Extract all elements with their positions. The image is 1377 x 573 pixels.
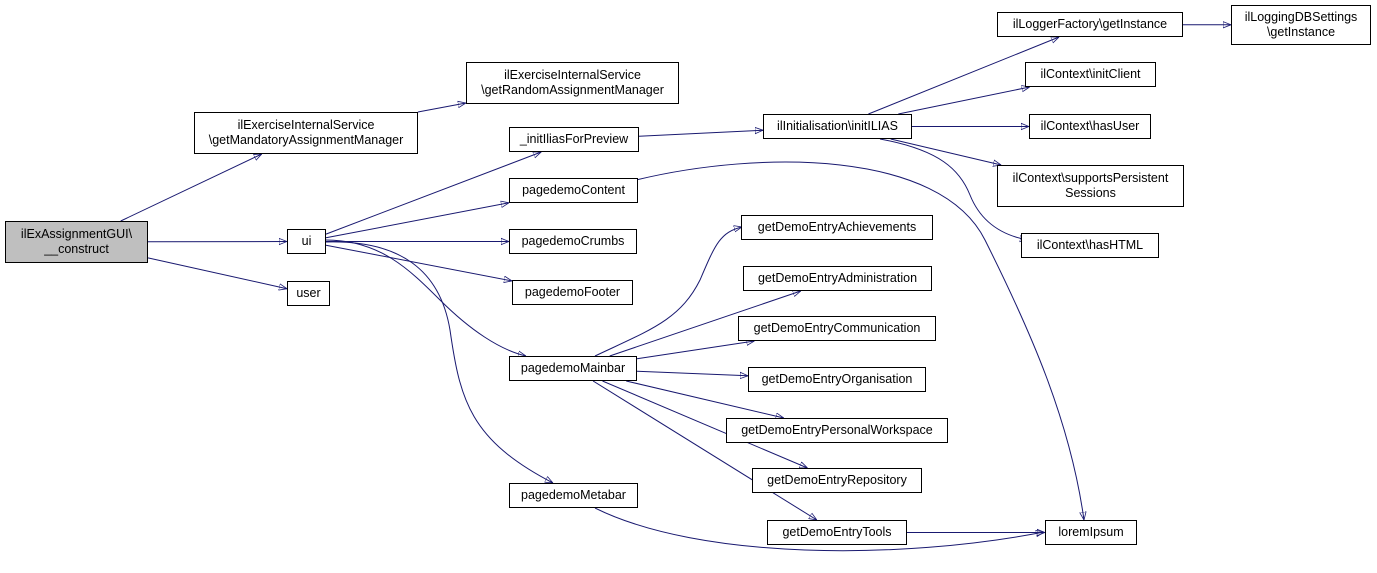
node-lorem-ipsum[interactable]: loremIpsum (1045, 520, 1137, 545)
node-label-line: _initIliasForPreview (519, 132, 629, 146)
node-pagedemo-content[interactable]: pagedemoContent (509, 178, 638, 203)
node-ui[interactable]: ui (287, 229, 326, 254)
node-label-line: ilContext\initClient (1040, 67, 1141, 81)
node-get-random[interactable]: ilExerciseInternalService\getRandomAssig… (466, 62, 679, 104)
edge-pagedemoMainbar-to-personalWorkspace (626, 380, 784, 418)
edge-pagedemoMainbar-to-administration (609, 291, 801, 357)
node-label-line: ilContext\hasUser (1040, 119, 1140, 133)
edge-root-to-getMandatory (120, 154, 262, 222)
node-achievements[interactable]: getDemoEntryAchievements (741, 215, 933, 240)
edge-initIliasForPreview-to-initILIAS (638, 130, 763, 137)
edge-ui-to-pagedemoContent (325, 203, 509, 239)
node-pagedemo-metabar[interactable]: pagedemoMetabar (509, 483, 638, 508)
node-label-line: getDemoEntryTools (782, 525, 892, 539)
node-label-line: __construct (44, 242, 109, 256)
node-user[interactable]: user (287, 281, 330, 306)
node-label-line: getDemoEntryRepository (767, 473, 907, 487)
edge-initILIAS-to-loggerFactory (868, 36, 1059, 115)
node-has-user[interactable]: ilContext\hasUser (1029, 114, 1151, 139)
node-label-line: pagedemoMainbar (520, 361, 626, 375)
node-organisation[interactable]: getDemoEntryOrganisation (748, 367, 926, 392)
node-init-ilias-for-preview[interactable]: _initIliasForPreview (509, 127, 639, 152)
node-label-line: getDemoEntryOrganisation (761, 372, 913, 386)
node-label-line: ilExerciseInternalService (504, 68, 641, 82)
node-administration[interactable]: getDemoEntryAdministration (743, 266, 932, 291)
node-label-line: getDemoEntryCommunication (753, 321, 921, 335)
edge-pagedemoMainbar-to-organisation (636, 370, 748, 376)
edge-getMandatory-to-getRandom (417, 103, 466, 113)
node-has-html[interactable]: ilContext\hasHTML (1021, 233, 1159, 258)
node-label-line: getDemoEntryAchievements (757, 220, 917, 234)
edge-initILIAS-to-initClient (898, 87, 1029, 115)
edge-initILIAS-to-hasHTML (879, 138, 1028, 240)
node-pagedemo-mainbar[interactable]: pagedemoMainbar (509, 356, 637, 381)
edge-pagedemoMainbar-to-tools (592, 380, 817, 520)
node-label-line: ui (301, 234, 312, 248)
node-label-line: pagedemoContent (522, 183, 625, 197)
node-logger-factory[interactable]: ilLoggerFactory\getInstance (997, 12, 1183, 37)
node-repository[interactable]: getDemoEntryRepository (752, 468, 922, 493)
edge-pagedemoMainbar-to-achievements (594, 227, 742, 357)
edge-initILIAS-to-supportsSessions (890, 138, 1002, 165)
node-label-line: ilExAssignmentGUI\ (20, 227, 133, 241)
node-label-line: \getRandomAssignmentManager (481, 83, 664, 97)
node-label-line: pagedemoCrumbs (521, 234, 625, 248)
node-pagedemo-footer[interactable]: pagedemoFooter (512, 280, 633, 305)
node-label-line: \getInstance (1266, 25, 1336, 39)
node-label-line: getDemoEntryPersonalWorkspace (741, 423, 933, 437)
node-label-line: \getMandatoryAssignmentManager (208, 133, 404, 147)
node-label-line: ilContext\hasHTML (1036, 238, 1144, 252)
node-root[interactable]: ilExAssignmentGUI\__construct (5, 221, 148, 263)
node-get-mandatory[interactable]: ilExerciseInternalService\getMandatoryAs… (194, 112, 418, 154)
node-label-line: loremIpsum (1058, 525, 1124, 539)
edge-ui-to-pagedemoMetabar (325, 241, 553, 483)
node-label-line: ilInitialisation\initILIAS (777, 119, 898, 133)
edge-pagedemoContent-to-loremIpsum (635, 161, 1084, 520)
edge-pagedemoMetabar-to-loremIpsum (594, 507, 1044, 552)
node-personal-workspace[interactable]: getDemoEntryPersonalWorkspace (726, 418, 948, 443)
edge-ui-to-initIliasForPreview (325, 152, 541, 235)
node-label-line: ilLoggerFactory\getInstance (1012, 17, 1168, 31)
edge-pagedemoMainbar-to-communication (636, 341, 755, 360)
edge-ui-to-pagedemoMainbar (325, 239, 526, 356)
node-label-line: user (296, 286, 321, 300)
node-logging-db[interactable]: ilLoggingDBSettings\getInstance (1231, 5, 1371, 45)
edge-root-to-user (147, 257, 287, 289)
node-label-line: getDemoEntryAdministration (757, 271, 918, 285)
node-label-line: Sessions (1065, 186, 1116, 200)
node-init-ilias[interactable]: ilInitialisation\initILIAS (763, 114, 912, 139)
node-init-client[interactable]: ilContext\initClient (1025, 62, 1156, 87)
node-label-line: ilLoggingDBSettings (1244, 10, 1358, 24)
node-label-line: pagedemoMetabar (521, 488, 626, 502)
node-tools[interactable]: getDemoEntryTools (767, 520, 907, 545)
node-label-line: pagedemoFooter (524, 285, 621, 299)
edge-ui-to-pagedemoFooter (325, 244, 512, 281)
node-label-line: ilExerciseInternalService (237, 118, 375, 132)
edge-pagedemoMainbar-to-repository (602, 380, 808, 469)
node-label-line: ilContext\supportsPersistent (1012, 171, 1169, 185)
node-communication[interactable]: getDemoEntryCommunication (738, 316, 936, 341)
node-pagedemo-crumbs[interactable]: pagedemoCrumbs (509, 229, 637, 254)
